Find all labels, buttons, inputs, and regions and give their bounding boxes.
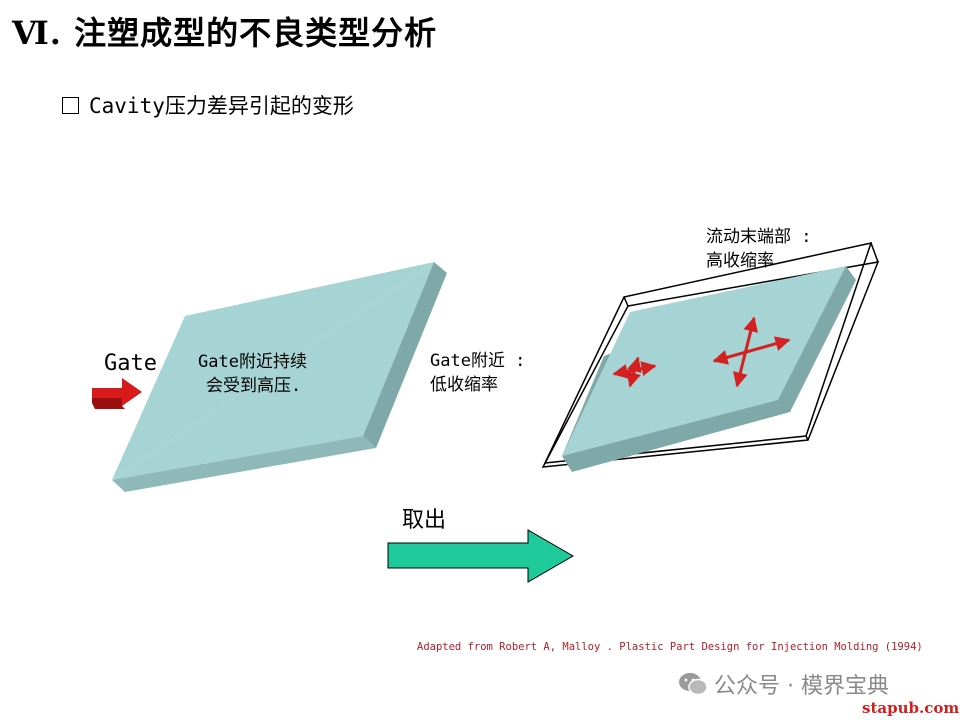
plate-top-face-2	[112, 262, 434, 480]
watermark-text: 公众号 · 模界宝典	[714, 674, 889, 699]
plate-text: Gate附近持续 会受到高压.	[198, 352, 307, 396]
subtitle: Cavity压力差异引起的变形	[62, 90, 354, 120]
checkbox-icon	[62, 96, 79, 114]
gate-arrow-icon	[92, 378, 142, 406]
near-gate-label: Gate附近 : 低收缩率	[430, 351, 526, 395]
citation: Adapted from Robert A, Malloy . Plastic …	[417, 641, 923, 653]
flow-end-label: 流动末端部 : 高收缩率	[706, 227, 812, 271]
warped-plate	[562, 266, 856, 472]
watermark: 公众号 · 模界宝典	[678, 668, 889, 700]
site-url: stapub.com	[862, 699, 960, 717]
removal-label: 取出	[402, 508, 447, 533]
mold-plate	[112, 262, 447, 492]
low-shrink-arrows-icon	[612, 356, 657, 388]
wechat-icon	[679, 673, 708, 696]
plate-bottom-side	[112, 436, 376, 492]
page-title: Ⅵ. 注塑成型的不良类型分析	[12, 14, 438, 52]
subtitle-text: Cavity压力差异引起的变形	[89, 94, 354, 118]
deformed-part-outline	[541, 241, 880, 468]
plate-right-side	[363, 262, 447, 448]
high-shrink-arrows-icon	[712, 316, 791, 388]
gate-label: Gate	[104, 351, 157, 376]
removal-arrow-icon	[387, 529, 574, 583]
